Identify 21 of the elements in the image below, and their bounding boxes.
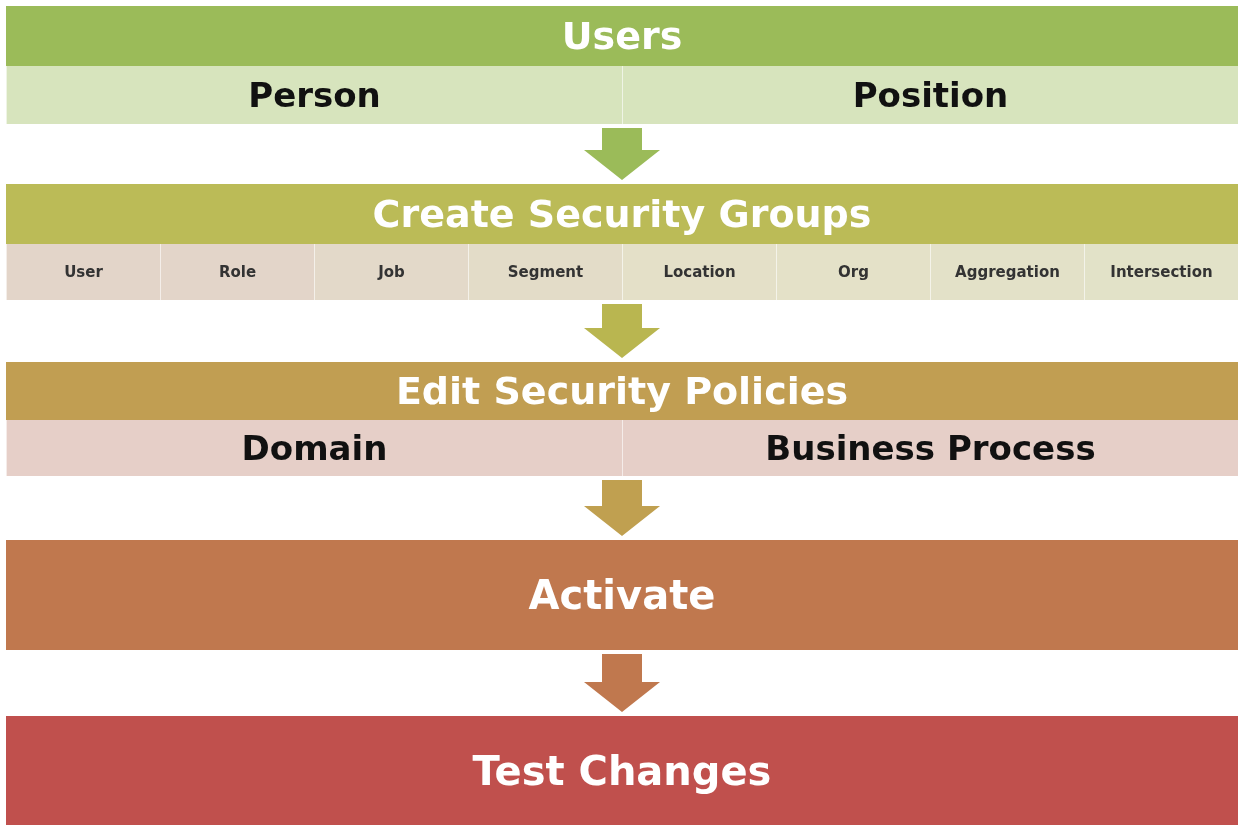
block-arrow [584,480,660,536]
category-cell: Role [160,244,314,300]
category-cell: Domain [6,420,622,476]
section-header: Edit Security Policies [6,362,1238,420]
section-header: Create Security Groups [6,184,1238,244]
category-cell: Aggregation [930,244,1084,300]
step-band: Test Changes [6,716,1238,825]
category-cell: Person [6,66,622,124]
block-arrow [584,304,660,358]
category-cell: Business Process [622,420,1238,476]
category-cell: Job [314,244,468,300]
step-band: Activate [6,540,1238,650]
category-cell: Org [776,244,930,300]
block-arrow [584,128,660,180]
category-cell: Segment [468,244,622,300]
category-cell: User [6,244,160,300]
category-cell: Intersection [1084,244,1238,300]
block-arrow [584,654,660,712]
category-cell: Position [622,66,1238,124]
category-cell: Location [622,244,776,300]
section-header: Users [6,6,1238,66]
